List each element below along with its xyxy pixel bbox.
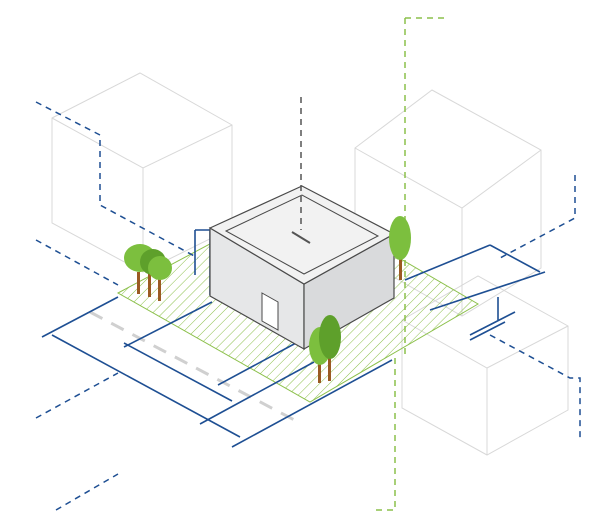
tree-front — [309, 315, 341, 383]
road-centerline — [89, 310, 301, 425]
tree-group-left — [124, 244, 172, 301]
setback-lines — [35, 101, 581, 511]
context-building-left — [51, 72, 233, 273]
door — [261, 292, 279, 331]
building — [208, 185, 396, 351]
roof-marker — [291, 231, 311, 244]
tree-right — [389, 216, 411, 280]
context-building-bottom-right — [401, 275, 569, 456]
dimension-lines — [41, 229, 546, 448]
green-guide-lines — [375, 17, 448, 511]
roof-parapet — [224, 194, 380, 275]
